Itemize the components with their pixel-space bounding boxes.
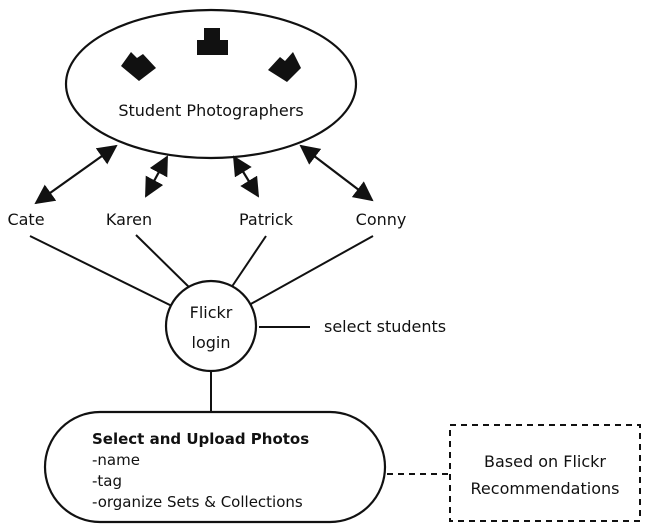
student-hub-lines bbox=[29, 234, 374, 310]
student-cate: Cate bbox=[7, 210, 44, 229]
arrow-cate bbox=[34, 144, 118, 205]
flickr-login-node: Flickr login bbox=[164, 279, 258, 373]
arrow-patrick bbox=[232, 155, 260, 198]
hub-note: select students bbox=[324, 317, 446, 336]
upload-title: Select and Upload Photos bbox=[92, 430, 309, 448]
student-conny: Conny bbox=[356, 210, 407, 229]
photographer-icon-left bbox=[121, 52, 156, 81]
group-title: Student Photographers bbox=[118, 101, 303, 120]
student-labels: Cate Karen Patrick Conny bbox=[7, 210, 406, 229]
student-karen: Karen bbox=[106, 210, 152, 229]
student-patrick: Patrick bbox=[239, 210, 294, 229]
hub-line-2: login bbox=[192, 333, 231, 352]
upload-node: Select and Upload Photos -name -tag -org… bbox=[43, 410, 387, 524]
student-photographers-node: Student Photographers bbox=[64, 8, 358, 160]
recommend-line-1: Based on Flickr bbox=[484, 452, 606, 471]
upload-item-tag: -tag bbox=[92, 472, 122, 490]
photographer-icon-center bbox=[197, 28, 228, 55]
recommend-node: Based on Flickr Recommendations bbox=[449, 424, 641, 522]
arrow-conny bbox=[299, 144, 374, 202]
arrow-karen bbox=[145, 155, 168, 198]
photographer-icon-right bbox=[268, 52, 301, 82]
hub-line-1: Flickr bbox=[190, 303, 233, 322]
upload-item-name: -name bbox=[92, 451, 140, 469]
student-arrows bbox=[34, 144, 374, 205]
upload-item-organize: -organize Sets & Collections bbox=[92, 493, 303, 511]
recommend-line-2: Recommendations bbox=[471, 479, 620, 498]
